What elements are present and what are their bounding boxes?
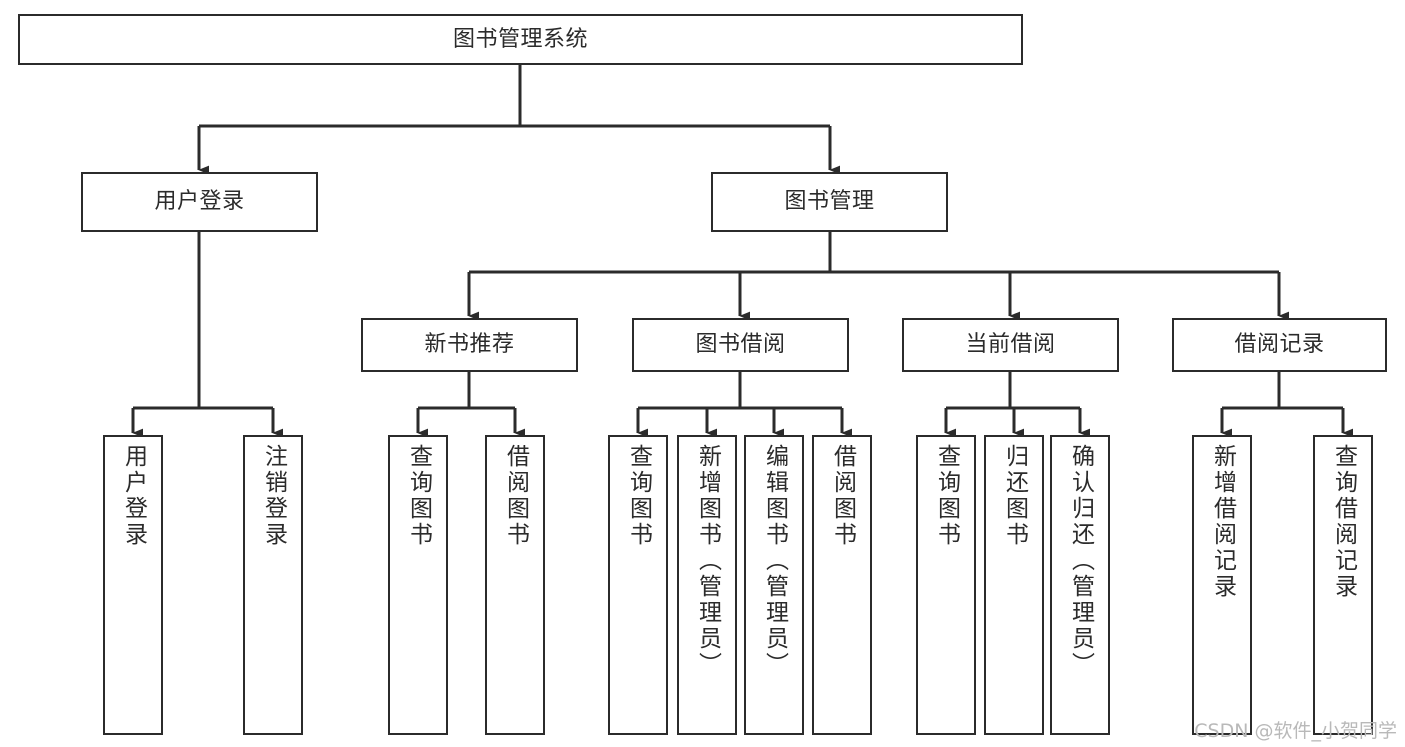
node-leaf-borrow-book-2[interactable]: 借阅图书 — [812, 435, 872, 735]
node-leaf-edit-book[interactable]: 编辑图书（管理员） — [744, 435, 804, 735]
node-book-management-label: 图书管理 — [784, 189, 875, 215]
node-leaf-query-book-1-label: 查询图书 — [405, 444, 432, 548]
node-leaf-return-book[interactable]: 归还图书 — [984, 435, 1044, 735]
node-root-label: 图书管理系统 — [452, 26, 588, 52]
node-leaf-borrow-book-1[interactable]: 借阅图书 — [485, 435, 545, 735]
node-user-login[interactable]: 用户登录 — [81, 172, 318, 232]
node-leaf-add-borrow-record[interactable]: 新增借阅记录 — [1192, 435, 1252, 735]
node-user-login-label: 用户登录 — [154, 189, 245, 215]
node-leaf-query-book-3[interactable]: 查询图书 — [916, 435, 976, 735]
node-leaf-confirm-return[interactable]: 确认归还（管理员） — [1050, 435, 1110, 735]
node-leaf-add-borrow-record-label: 新增借阅记录 — [1209, 444, 1236, 600]
node-leaf-query-book-2-label: 查询图书 — [625, 444, 652, 548]
node-root[interactable]: 图书管理系统 — [18, 14, 1023, 65]
node-leaf-borrow-book-1-label: 借阅图书 — [502, 444, 529, 548]
node-book-borrow[interactable]: 图书借阅 — [632, 318, 849, 372]
node-leaf-user-login-label: 用户登录 — [120, 444, 147, 548]
node-leaf-query-borrow-record-label: 查询借阅记录 — [1330, 444, 1357, 600]
node-leaf-confirm-return-label: 确认归还（管理员） — [1067, 444, 1094, 678]
node-current-borrow-label: 当前借阅 — [965, 332, 1056, 358]
node-current-borrow[interactable]: 当前借阅 — [902, 318, 1119, 372]
node-leaf-query-book-2[interactable]: 查询图书 — [608, 435, 668, 735]
node-leaf-query-book-1[interactable]: 查询图书 — [388, 435, 448, 735]
watermark: CSDN @软件_小贺同学 — [1194, 720, 1397, 742]
node-leaf-query-book-3-label: 查询图书 — [933, 444, 960, 548]
node-leaf-user-login[interactable]: 用户登录 — [103, 435, 163, 735]
node-leaf-borrow-book-2-label: 借阅图书 — [829, 444, 856, 548]
node-leaf-query-borrow-record[interactable]: 查询借阅记录 — [1313, 435, 1373, 735]
node-leaf-add-book-label: 新增图书（管理员） — [694, 444, 721, 678]
node-leaf-edit-book-label: 编辑图书（管理员） — [761, 444, 788, 678]
node-leaf-user-logout-label: 注销登录 — [260, 444, 287, 548]
node-book-management[interactable]: 图书管理 — [711, 172, 948, 232]
node-leaf-user-logout[interactable]: 注销登录 — [243, 435, 303, 735]
node-book-borrow-label: 图书借阅 — [695, 332, 786, 358]
node-leaf-return-book-label: 归还图书 — [1001, 444, 1028, 548]
node-borrow-record[interactable]: 借阅记录 — [1172, 318, 1387, 372]
node-borrow-record-label: 借阅记录 — [1234, 332, 1325, 358]
node-leaf-add-book[interactable]: 新增图书（管理员） — [677, 435, 737, 735]
node-new-book-recommend-label: 新书推荐 — [424, 332, 515, 358]
node-new-book-recommend[interactable]: 新书推荐 — [361, 318, 578, 372]
